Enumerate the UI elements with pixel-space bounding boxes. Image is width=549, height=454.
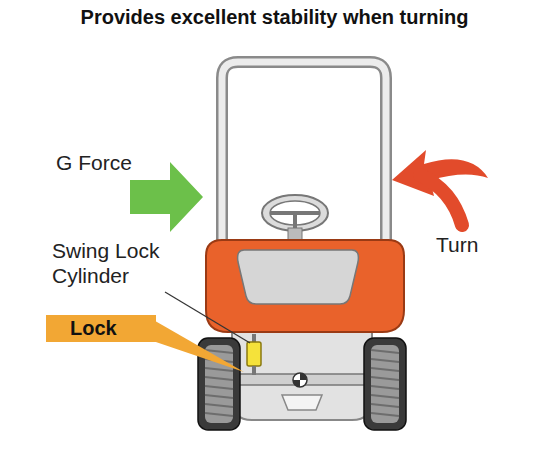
tread-line	[371, 395, 399, 398]
cylinder-rod-lower	[252, 366, 256, 375]
lock-tag: Lock	[46, 315, 156, 342]
part-name: Swing Lock Cylinder	[52, 238, 192, 288]
tread-line	[371, 413, 399, 416]
tread-line	[205, 386, 233, 389]
g-force-arrow	[130, 162, 203, 232]
tread-line	[371, 359, 399, 362]
tread-line	[205, 395, 233, 398]
turn-label: Turn	[436, 232, 536, 257]
pivot-mark	[293, 373, 307, 387]
chassis	[232, 318, 372, 420]
tread-line	[371, 377, 399, 380]
steering-wheel	[262, 195, 328, 231]
lock-pointer	[150, 318, 244, 372]
tire-tread	[205, 350, 399, 416]
seat	[238, 250, 359, 304]
overhead-guard-fill	[222, 62, 386, 268]
hitch	[282, 395, 322, 410]
tag-text: Lock	[56, 317, 146, 340]
counterweight-body	[206, 240, 404, 332]
turn-arrow-tail	[420, 175, 462, 225]
title: Provides excellent stability when turnin…	[0, 6, 549, 29]
tread-line	[371, 350, 399, 353]
tread-line	[371, 404, 399, 407]
axle-pivot	[293, 373, 307, 387]
tread-line	[371, 386, 399, 389]
tread-line	[205, 404, 233, 407]
tread-line	[371, 368, 399, 371]
tread-line	[205, 413, 233, 416]
tread-line	[205, 368, 233, 371]
right-wheel	[364, 338, 406, 430]
overhead-guard	[222, 62, 386, 268]
force-label: G Force	[56, 150, 196, 175]
swing-lock-cylinder	[247, 342, 261, 366]
tread-line	[205, 377, 233, 380]
